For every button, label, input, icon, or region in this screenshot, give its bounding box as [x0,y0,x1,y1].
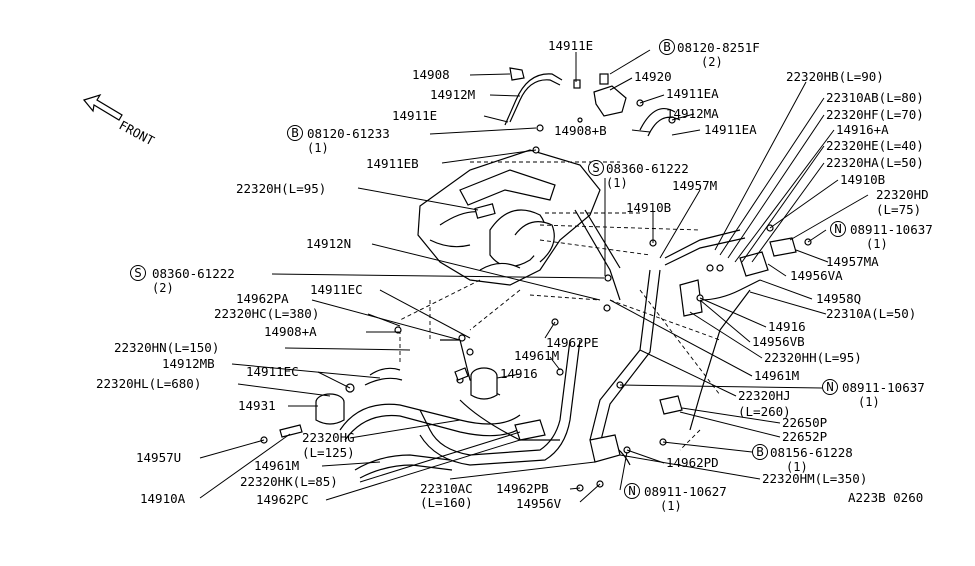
dashed-lines [399,161,721,451]
part-label: 14908 [412,67,450,82]
part-label: 14911E [548,38,593,53]
part-label: 14961M [754,368,799,383]
part-label: 14956VB [752,334,805,349]
part-label: 14911E [392,108,437,123]
part-label: 14961M [254,458,299,473]
part-label: 22320HM(L=350) [762,471,867,486]
part-label: 14962PA [236,291,289,306]
part-quantity: (1) [606,176,628,190]
part-label: 22310A(L=50) [826,306,916,321]
part-label: 22320HL(L=680) [96,376,201,391]
prefix-letter: B [291,125,299,140]
diagram-code: A223B 0260 [848,490,923,505]
part-label: 22320HA(L=50) [826,155,924,170]
part-label: 14962PB [496,481,549,496]
part-label: 22320H(L=95) [236,181,326,196]
prefix-letter: N [628,483,636,498]
part-label: 14911EC [246,364,299,379]
part-label: 08156-61228 [770,445,853,460]
leader-lines [199,49,869,503]
part-label: 14912MB [162,356,215,371]
part-label: 22320HB(L=90) [786,69,884,84]
part-label: 08911-10637 [842,380,925,395]
part-label: 14956V [516,496,562,511]
part-label: 14911EA [704,122,757,137]
part-quantity: (1) [660,499,682,513]
part-label: (L=75) [876,202,921,217]
hose-routing [339,73,761,479]
part-label: 22320HG [302,430,355,445]
part-label: 22652P [782,429,827,444]
part-label: 14957U [136,450,181,465]
part-label: 14961M [514,348,559,363]
prefix-letter: B [756,444,764,459]
part-label: 14911EB [366,156,419,171]
part-label: 22320HE(L=40) [826,138,924,153]
part-label: 08360-61222 [152,266,235,281]
part-label: 14910A [140,491,186,506]
part-label: 14908+B [554,123,607,138]
part-label: 14916 [768,319,806,334]
part-label: (L=160) [420,495,473,510]
part-label: 14957MA [826,254,879,269]
part-label: 22310AB(L=80) [826,90,924,105]
part-label: 22320HN(L=150) [114,340,219,355]
prefix-symbols [130,39,846,499]
part-quantity: (1) [786,460,808,474]
components [260,67,812,492]
part-label: 22320HJ [738,388,791,403]
part-label: 14912MA [666,106,719,121]
part-label: (L=125) [302,445,355,460]
part-label: 22320HH(L=95) [764,350,862,365]
prefix-letter: N [826,379,834,394]
prefix-letter: N [834,221,842,236]
part-label: 14912M [430,87,475,102]
part-label: 14910B [840,172,885,187]
part-quantity: (1) [858,395,880,409]
part-label: 14957M [672,178,717,193]
part-label: 14956VA [790,268,843,283]
part-label: 14962PD [666,455,719,470]
part-label: 14916+A [836,122,889,137]
part-label: (L=260) [738,404,791,419]
part-label: 22650P [782,415,827,430]
part-quantity: (2) [701,55,723,69]
part-label: 14962PE [546,335,599,350]
part-label: 08120-61233 [307,126,390,141]
part-label: 22310AC [420,481,473,496]
prefix-letter: S [134,265,142,280]
part-label: 14908+A [264,324,317,339]
part-quantity: (1) [307,141,329,155]
part-label: 08911-10627 [644,484,727,499]
part-label: 14910B [626,200,671,215]
part-quantity: (1) [866,237,888,251]
part-label: 14911EC [310,282,363,297]
prefix-letter: B [663,39,671,54]
part-label: 14920 [634,69,672,84]
part-label: 08360-61222 [606,161,689,176]
part-label: 08911-10637 [850,222,933,237]
prefix-letters: B B S N S N B N [134,39,842,498]
part-label: 14912N [306,236,351,251]
part-label: 14911EA [666,86,719,101]
front-arrow: FRONT [82,93,158,149]
part-label: 08120-8251F [677,40,760,55]
part-label: 22320HK(L=85) [240,474,338,489]
part-label: 14962PC [256,492,309,507]
prefix-letter: S [592,160,600,175]
part-label: 22320HC(L=380) [214,306,319,321]
part-label: 22320HF(L=70) [826,107,924,122]
engine-manifold [417,149,601,286]
part-label: 14931 [238,398,276,413]
part-label: 14958Q [816,291,861,306]
part-label: 14916 [500,366,538,381]
front-label: FRONT [117,117,158,148]
part-quantity: (2) [152,281,174,295]
part-label: 22320HD [876,187,929,202]
